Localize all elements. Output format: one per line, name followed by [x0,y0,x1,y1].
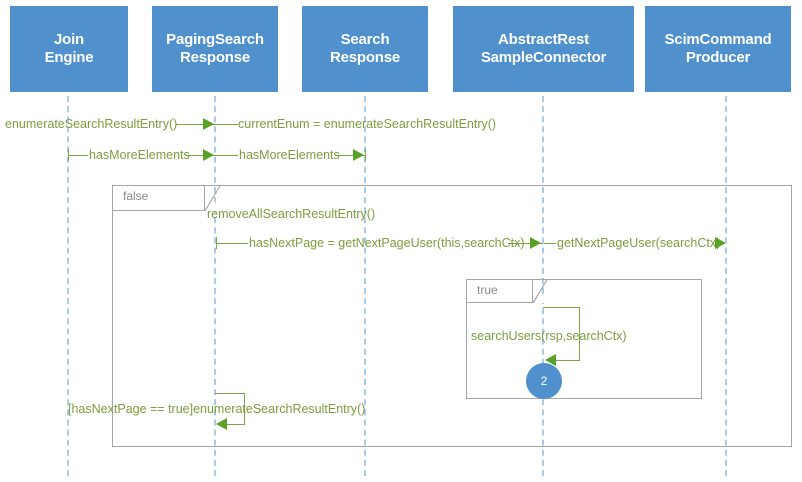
message-selfloop-bottom-enumerate [227,424,245,425]
combined-fragment-true: true [466,279,702,399]
lifeline-header-paging-search-response[interactable]: PagingSearch Response [152,6,278,92]
message-arrowhead-enumerate-search-result-entry [203,118,214,130]
lifeline-search-response [364,96,366,476]
combined-fragment-false: false [112,185,792,447]
message-arrowhead-enumerate-loop [216,418,227,430]
message-line-has-next-page-b [508,243,543,244]
message-line-enumerate-search-result-entry [176,124,216,125]
message-label-enumerate-search-result-entry: enumerateSearchResultEntry() [5,117,178,131]
lifeline-name-line2: Response [329,49,401,66]
message-arrowhead-has-more-elements-1 [203,149,214,161]
message-arrowhead-get-next-page-user [715,237,726,249]
message-line-current-enum-enumerate [216,124,238,125]
message-selfloop-side-search-users [579,307,580,360]
fragment-label-true: true [477,283,498,297]
lifeline-name-line2: Response [179,49,251,66]
message-selfloop-top-enumerate [215,393,245,394]
message-label-current-enum-enumerate: currentEnum = enumerateSearchResultEntry… [238,117,497,131]
message-label-search-users: searchUsers(rsp,searchCtx) [471,329,627,343]
lifeline-scim-command-producer [725,96,727,476]
message-arrowhead-has-next-page [530,237,541,249]
message-label-remove-all-search-result-entry: removeAllSearchResultEntry() [207,207,376,221]
lifeline-name-line2: Engine [44,49,94,66]
message-label-get-next-page-user: getNextPageUser(searchCtx) [557,236,721,250]
message-line-has-more-elements-2a [216,155,238,156]
message-label-has-next-page-true-enumerate: [hasNextPage == true]enumerateSearchResu… [68,402,366,416]
occurrence-marker-label: 2 [540,374,548,388]
message-arrowhead-has-more-elements-2 [353,149,364,161]
message-line-has-more-elements-1a [68,155,88,156]
lifeline-header-search-response[interactable]: Search Response [302,6,428,92]
message-selfloop-side-enumerate [244,393,245,424]
lifeline-header-scim-command-producer[interactable]: ScimCommand Producer [645,6,791,92]
message-line-has-more-elements-1b [186,155,216,156]
message-label-has-more-elements-2: hasMoreElements [239,148,340,162]
fragment-notch-border-false [205,186,220,211]
lifeline-join-engine [67,96,69,476]
fragment-label-box-true: true [467,280,533,303]
lifeline-name-line1: PagingSearch [166,31,264,48]
message-label-has-more-elements-1: hasMoreElements [89,148,190,162]
message-selfloop-top-search-users [543,307,580,308]
fragment-label-box-false: false [113,186,205,211]
lifeline-paging-search-response [214,96,216,476]
lifeline-name-line2: SampleConnector [480,49,607,66]
message-line-get-next-page-user-a [544,243,556,244]
message-line-has-next-page-a [216,243,248,244]
message-selfloop-bottom-search-users [556,360,580,361]
lifeline-name-line1: ScimCommand [664,31,772,48]
lifeline-name-line2: Producer [685,49,751,66]
lifeline-name-line1: Search [340,31,390,48]
lifeline-name-line1: Join [53,31,85,48]
fragment-label-false: false [123,189,149,203]
lifeline-header-abstract-rest-sample-connector[interactable]: AbstractRest SampleConnector [453,6,634,92]
lifeline-header-join-engine[interactable]: Join Engine [10,6,128,92]
message-tick-has-more-elements-2 [365,149,366,161]
occurrence-marker-2[interactable]: 2 [526,363,562,399]
message-arrowhead-search-users [545,354,556,366]
lifeline-name-line1: AbstractRest [498,31,589,48]
message-label-has-next-page-get-next-page-user: hasNextPage = getNextPageUser(this,searc… [249,236,525,250]
fragment-notch-border-true [533,280,547,303]
message-line-has-more-elements-2b [335,155,365,156]
